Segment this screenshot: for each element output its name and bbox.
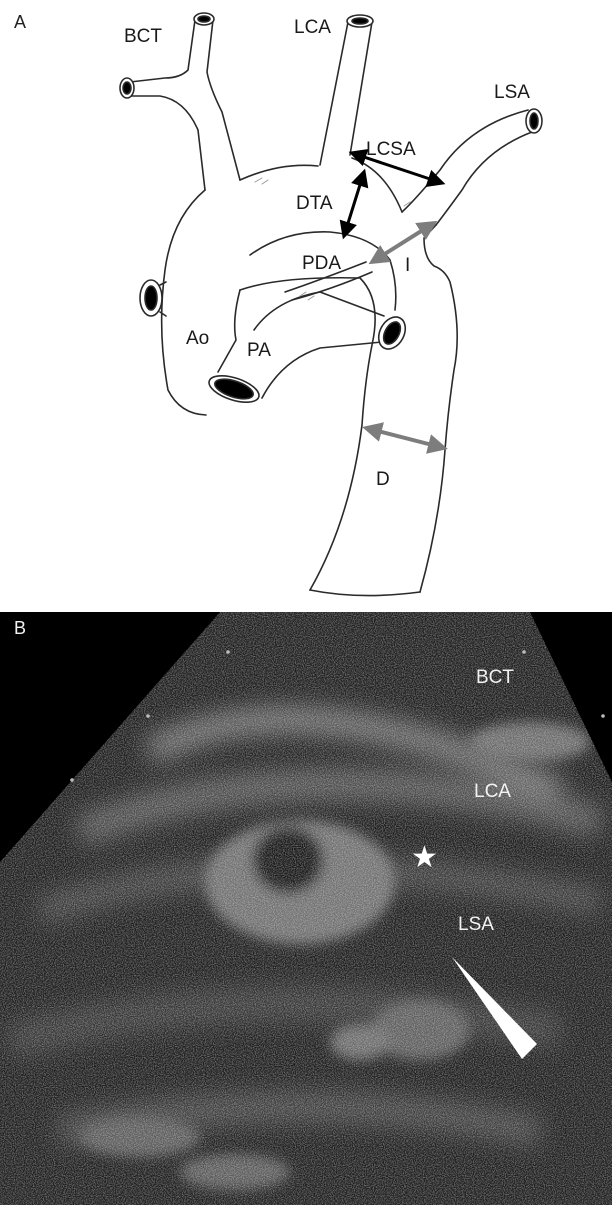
panel-b-ultrasound: B: [0, 612, 612, 1205]
label-lca: LCA: [294, 17, 331, 38]
label-pa: PA: [247, 340, 271, 361]
panel-b-letter: B: [14, 618, 26, 639]
dta-arrow: [344, 172, 364, 236]
pulmonary-artery: [206, 262, 411, 407]
aortic-arch: [162, 158, 458, 596]
panel-a-letter: A: [14, 12, 26, 33]
ultrasound-image: BCT LCA ★ LSA: [0, 612, 612, 1205]
label-lsa: LSA: [494, 82, 530, 103]
label-pda: PDA: [302, 253, 341, 274]
label-lcsa: LCSA: [366, 139, 416, 160]
label-dta: DTA: [296, 193, 333, 214]
lsa-vessel: [402, 109, 542, 225]
label-d: D: [376, 469, 390, 490]
us-label-bct: BCT: [476, 667, 514, 688]
us-label-lsa: LSA: [458, 914, 494, 935]
us-label-lca: LCA: [474, 781, 511, 802]
panel-a-drawing: A: [0, 0, 612, 612]
label-isthmus: I: [405, 255, 410, 276]
label-bct: BCT: [124, 26, 162, 47]
label-ao: Ao: [186, 328, 209, 349]
star-marker: ★: [411, 840, 438, 875]
descending-arrow: [366, 428, 444, 448]
aortic-arch-drawing: BCT LCA LSA LCSA DTA PDA I Ao PA D: [0, 0, 612, 612]
